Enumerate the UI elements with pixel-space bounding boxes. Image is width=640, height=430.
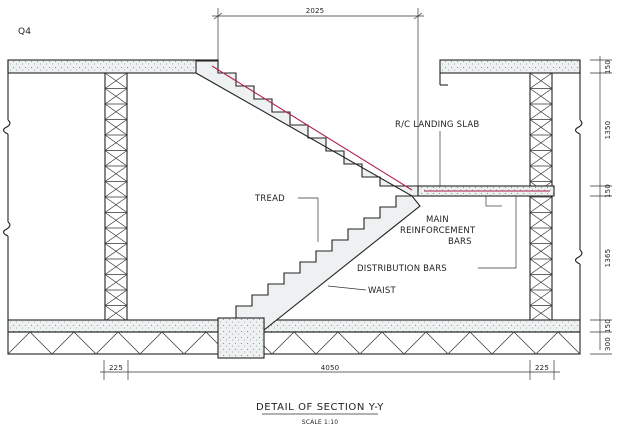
foundation-strip [7,331,581,355]
right-wall-outline [575,60,583,320]
top-left-slab [7,59,219,74]
label-waist: WAIST [368,286,396,296]
floor-slab [7,319,581,333]
drawing-scale: SCALE 1:10 [302,419,339,426]
label-main-3: BARS [448,237,472,247]
label-main-1: MAIN [426,215,449,225]
annotation-waist: WAIST [327,285,396,296]
dim-landing: 150 [604,184,612,198]
base-block [217,317,265,359]
dim-top-width-label: 2025 [306,7,325,15]
dim-top-slab: 150 [604,60,612,74]
left-wall-outline [3,60,11,320]
annotation-distribution-bars: DISTRIBUTION BARS [357,196,517,274]
dim-left-column: 225 [109,364,123,372]
annotation-main-reinforcement: MAIN REINFORCEMENT BARS [400,196,502,247]
corner-mark: Q4 [18,27,31,37]
annotation-tread: TREAD [254,194,319,242]
left-column [104,72,128,322]
top-right-slab [439,59,581,74]
dim-lower-height: 1365 [604,249,612,268]
lower-flight-waist [235,195,421,332]
drawing-title: DETAIL OF SECTION Y-Y [256,402,384,413]
dim-foundation: 300 [604,337,612,351]
dim-bottom: 225 4050 225 [100,360,560,380]
upper-flight-rebar [211,65,413,191]
label-tread: TREAD [254,194,285,204]
annotation-landing-slab: R/C LANDING SLAB [395,120,479,186]
label-main-2: REINFORCEMENT [400,226,476,236]
dim-clear-span: 4050 [321,364,340,372]
dim-floor-slab: 150 [604,319,612,333]
right-column [529,72,553,322]
label-landing-slab: R/C LANDING SLAB [395,120,479,130]
label-distribution-bars: DISTRIBUTION BARS [357,264,447,274]
dim-top-width: 2025 [212,7,424,195]
dim-upper-height: 1350 [604,121,612,140]
dim-right-column: 225 [535,364,549,372]
dim-right: 150 1350 150 1365 150 300 [590,56,612,355]
